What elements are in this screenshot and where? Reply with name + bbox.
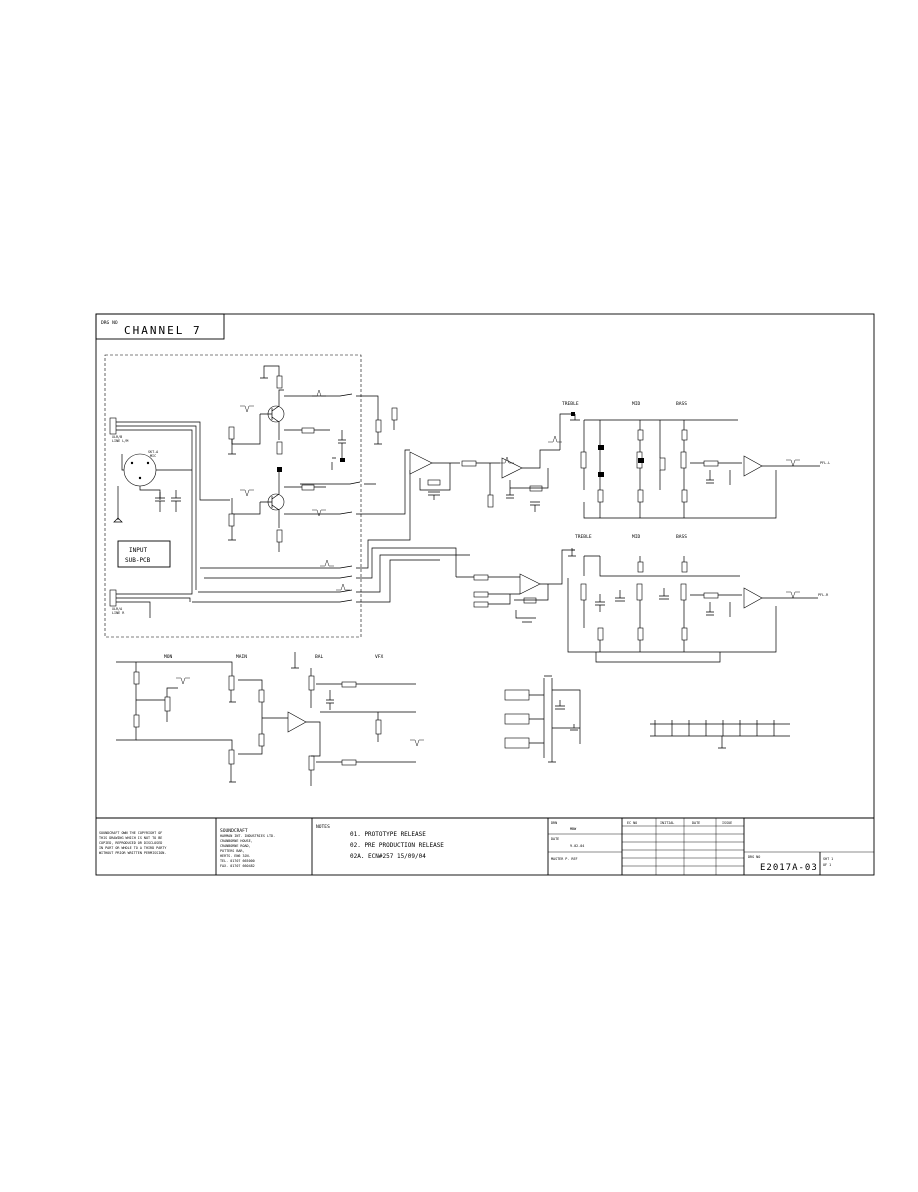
power-decoupling — [504, 675, 581, 763]
svg-text:BASS: BASS — [676, 401, 687, 407]
drg-no-label: DRG NO — [101, 320, 118, 326]
svg-text:MON: MON — [164, 654, 173, 660]
input-wiring — [117, 421, 230, 618]
title-box: DRG NO CHANNEL 7 — [95, 313, 225, 340]
note-1: 01. PROTOTYPE RELEASE — [350, 831, 426, 838]
upper-eq-feed-opamp — [461, 449, 560, 512]
date-label: DATE — [551, 837, 559, 841]
top-jack-connector: XLR/B LINE L/M — [109, 417, 134, 443]
drawing-border — [95, 313, 875, 876]
bottom-jack-connector: XLR/A LINE R — [109, 589, 134, 615]
svg-text:LINE L/M: LINE L/M — [112, 439, 128, 443]
rev-header-issue: ISSUE — [722, 821, 732, 825]
input-sub-pcb-label: INPUT SUB-PCB — [117, 540, 171, 568]
preamp-switches — [192, 393, 470, 603]
svg-text:LINE R: LINE R — [112, 611, 125, 615]
svg-text:MIC: MIC — [150, 454, 156, 458]
svg-text:BAL: BAL — [315, 654, 324, 660]
sub-pcb-boundary — [104, 354, 362, 638]
capacitor-bank — [650, 720, 790, 749]
input-opamp — [409, 451, 460, 500]
company-line-2: HARMAN INT. INDUSTRIES LTD. — [220, 834, 275, 838]
sub-pcb-line-2: SUB-PCB — [125, 557, 151, 564]
channel-title: CHANNEL 7 — [124, 324, 202, 337]
master-ref: MASTER P. REF — [551, 857, 578, 861]
svg-text:MID: MID — [632, 401, 641, 407]
copyright-line-5: WITHOUT PRIOR WRITTEN PERMISSION. — [99, 851, 166, 855]
copyright-line-3: COPIED, REPRODUCED OR DISCLOSED — [99, 841, 162, 845]
company-line-3: CRANBORNE HOUSE, — [220, 839, 253, 843]
lower-eq-feed-opamp — [456, 549, 575, 623]
note-3: 02A. ECN#257 15/09/04 — [350, 853, 426, 860]
waveform-markers — [176, 389, 800, 747]
rev-header-initial: INITIAL — [660, 821, 674, 825]
svg-text:XLR/A: XLR/A — [112, 607, 122, 611]
company-tel: TEL. 01707 665000 — [220, 859, 255, 863]
svg-text:PFL-L: PFL-L — [820, 461, 830, 465]
preamp-transistors — [228, 365, 346, 552]
mix-section: MON MAIN BAL VFX — [116, 652, 416, 786]
drn-value: MBW — [570, 827, 577, 831]
company-line-6: HERTS. EN6 3JN. — [220, 854, 251, 858]
notes-label: NOTES — [316, 824, 330, 830]
company-line-5: POTTERS BAR, — [220, 849, 245, 853]
drn-label: DRN — [551, 821, 557, 825]
svg-text:VFX: VFX — [375, 654, 384, 660]
copyright-line-1: SOUNDCRAFT OWN THE COPYRIGHT OF — [99, 831, 162, 835]
rev-header-date: DATE — [692, 821, 700, 825]
copyright-line-2: THIS DRAWING WHICH IS NOT TO BE — [99, 836, 162, 840]
lower-eq-section: TREBLE MID BASS PFL-R — [567, 534, 829, 663]
svg-text:PFL-R: PFL-R — [818, 593, 829, 597]
dwg-no-label: DRG NO — [748, 855, 760, 859]
sub-pcb-line-1: INPUT — [129, 547, 147, 554]
svg-text:SKT-A: SKT-A — [148, 450, 158, 454]
mic-xlr-connector: SKT-A MIC — [123, 450, 158, 487]
company-name: SOUNDCRAFT — [220, 828, 248, 834]
company-fax: FAX. 01707 660482 — [220, 864, 255, 868]
copyright-line-4: IN PART OR WHOLE TO A THIRD PARTY — [99, 846, 166, 850]
svg-text:TREBLE: TREBLE — [575, 534, 592, 540]
svg-text:MAIN: MAIN — [236, 654, 247, 660]
svg-text:MID: MID — [632, 534, 641, 540]
company-line-4: CRANBORNE ROAD, — [220, 844, 251, 848]
svg-text:TREBLE: TREBLE — [562, 401, 579, 407]
rev-header-ec: EC NO — [627, 821, 637, 825]
upper-eq-section: TREBLE MID BASS PFL-L — [559, 401, 830, 519]
note-2: 02. PRE PRODUCTION RELEASE — [350, 842, 444, 849]
sheet-of: OF 1 — [823, 863, 831, 867]
title-block: SOUNDCRAFT OWN THE COPYRIGHT OF THIS DRA… — [96, 817, 874, 875]
sheet-number: SHT 1 — [823, 857, 833, 861]
dwg-number: E2017A-03 — [760, 863, 818, 873]
date-value: 9-02-04 — [570, 844, 584, 848]
svg-text:BASS: BASS — [676, 534, 687, 540]
mic-caps — [113, 490, 181, 523]
svg-text:XLR/B: XLR/B — [112, 435, 122, 439]
